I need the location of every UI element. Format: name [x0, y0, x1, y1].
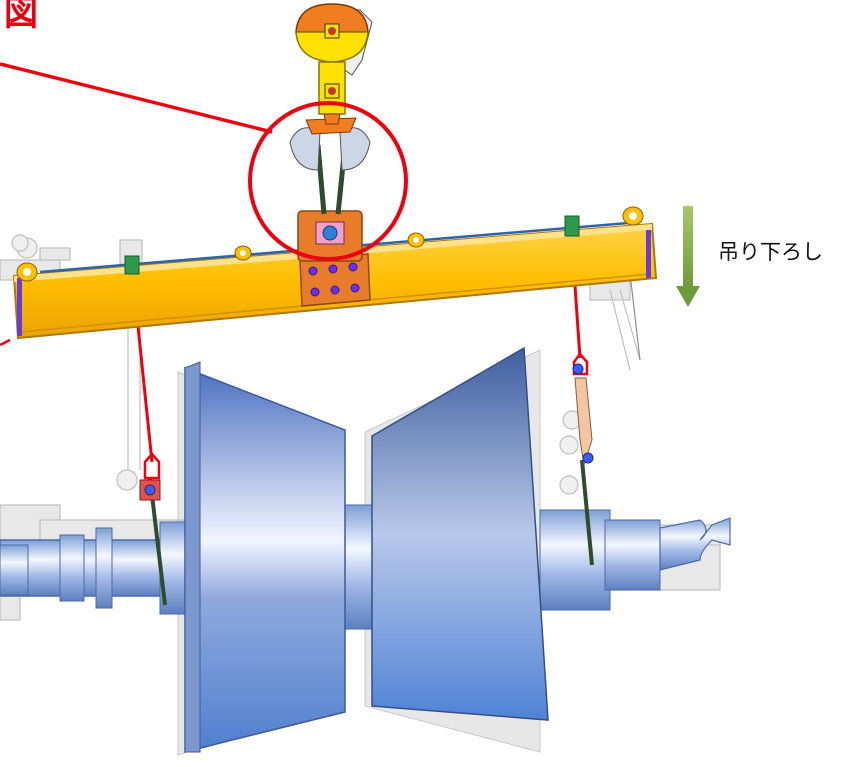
center-lug-plate: [299, 253, 371, 307]
crane-hook-icon: [295, 3, 373, 125]
rotor-disc-right: [371, 346, 549, 721]
lowering-label: 吊り下ろし: [718, 240, 823, 264]
title-fragment: 図: [4, 0, 38, 34]
hook-lug: [297, 210, 363, 262]
rotor-disc-left: [184, 366, 346, 753]
hook-slings: [289, 117, 371, 215]
highlight-circle: [248, 101, 408, 261]
down-arrow-icon: [676, 206, 700, 307]
shaft-end: [659, 517, 731, 571]
turbine-rotor-icon: [0, 346, 731, 753]
rigging-hardware: [139, 363, 594, 501]
leader-line: [0, 62, 273, 134]
leader-line-left: [0, 338, 11, 347]
